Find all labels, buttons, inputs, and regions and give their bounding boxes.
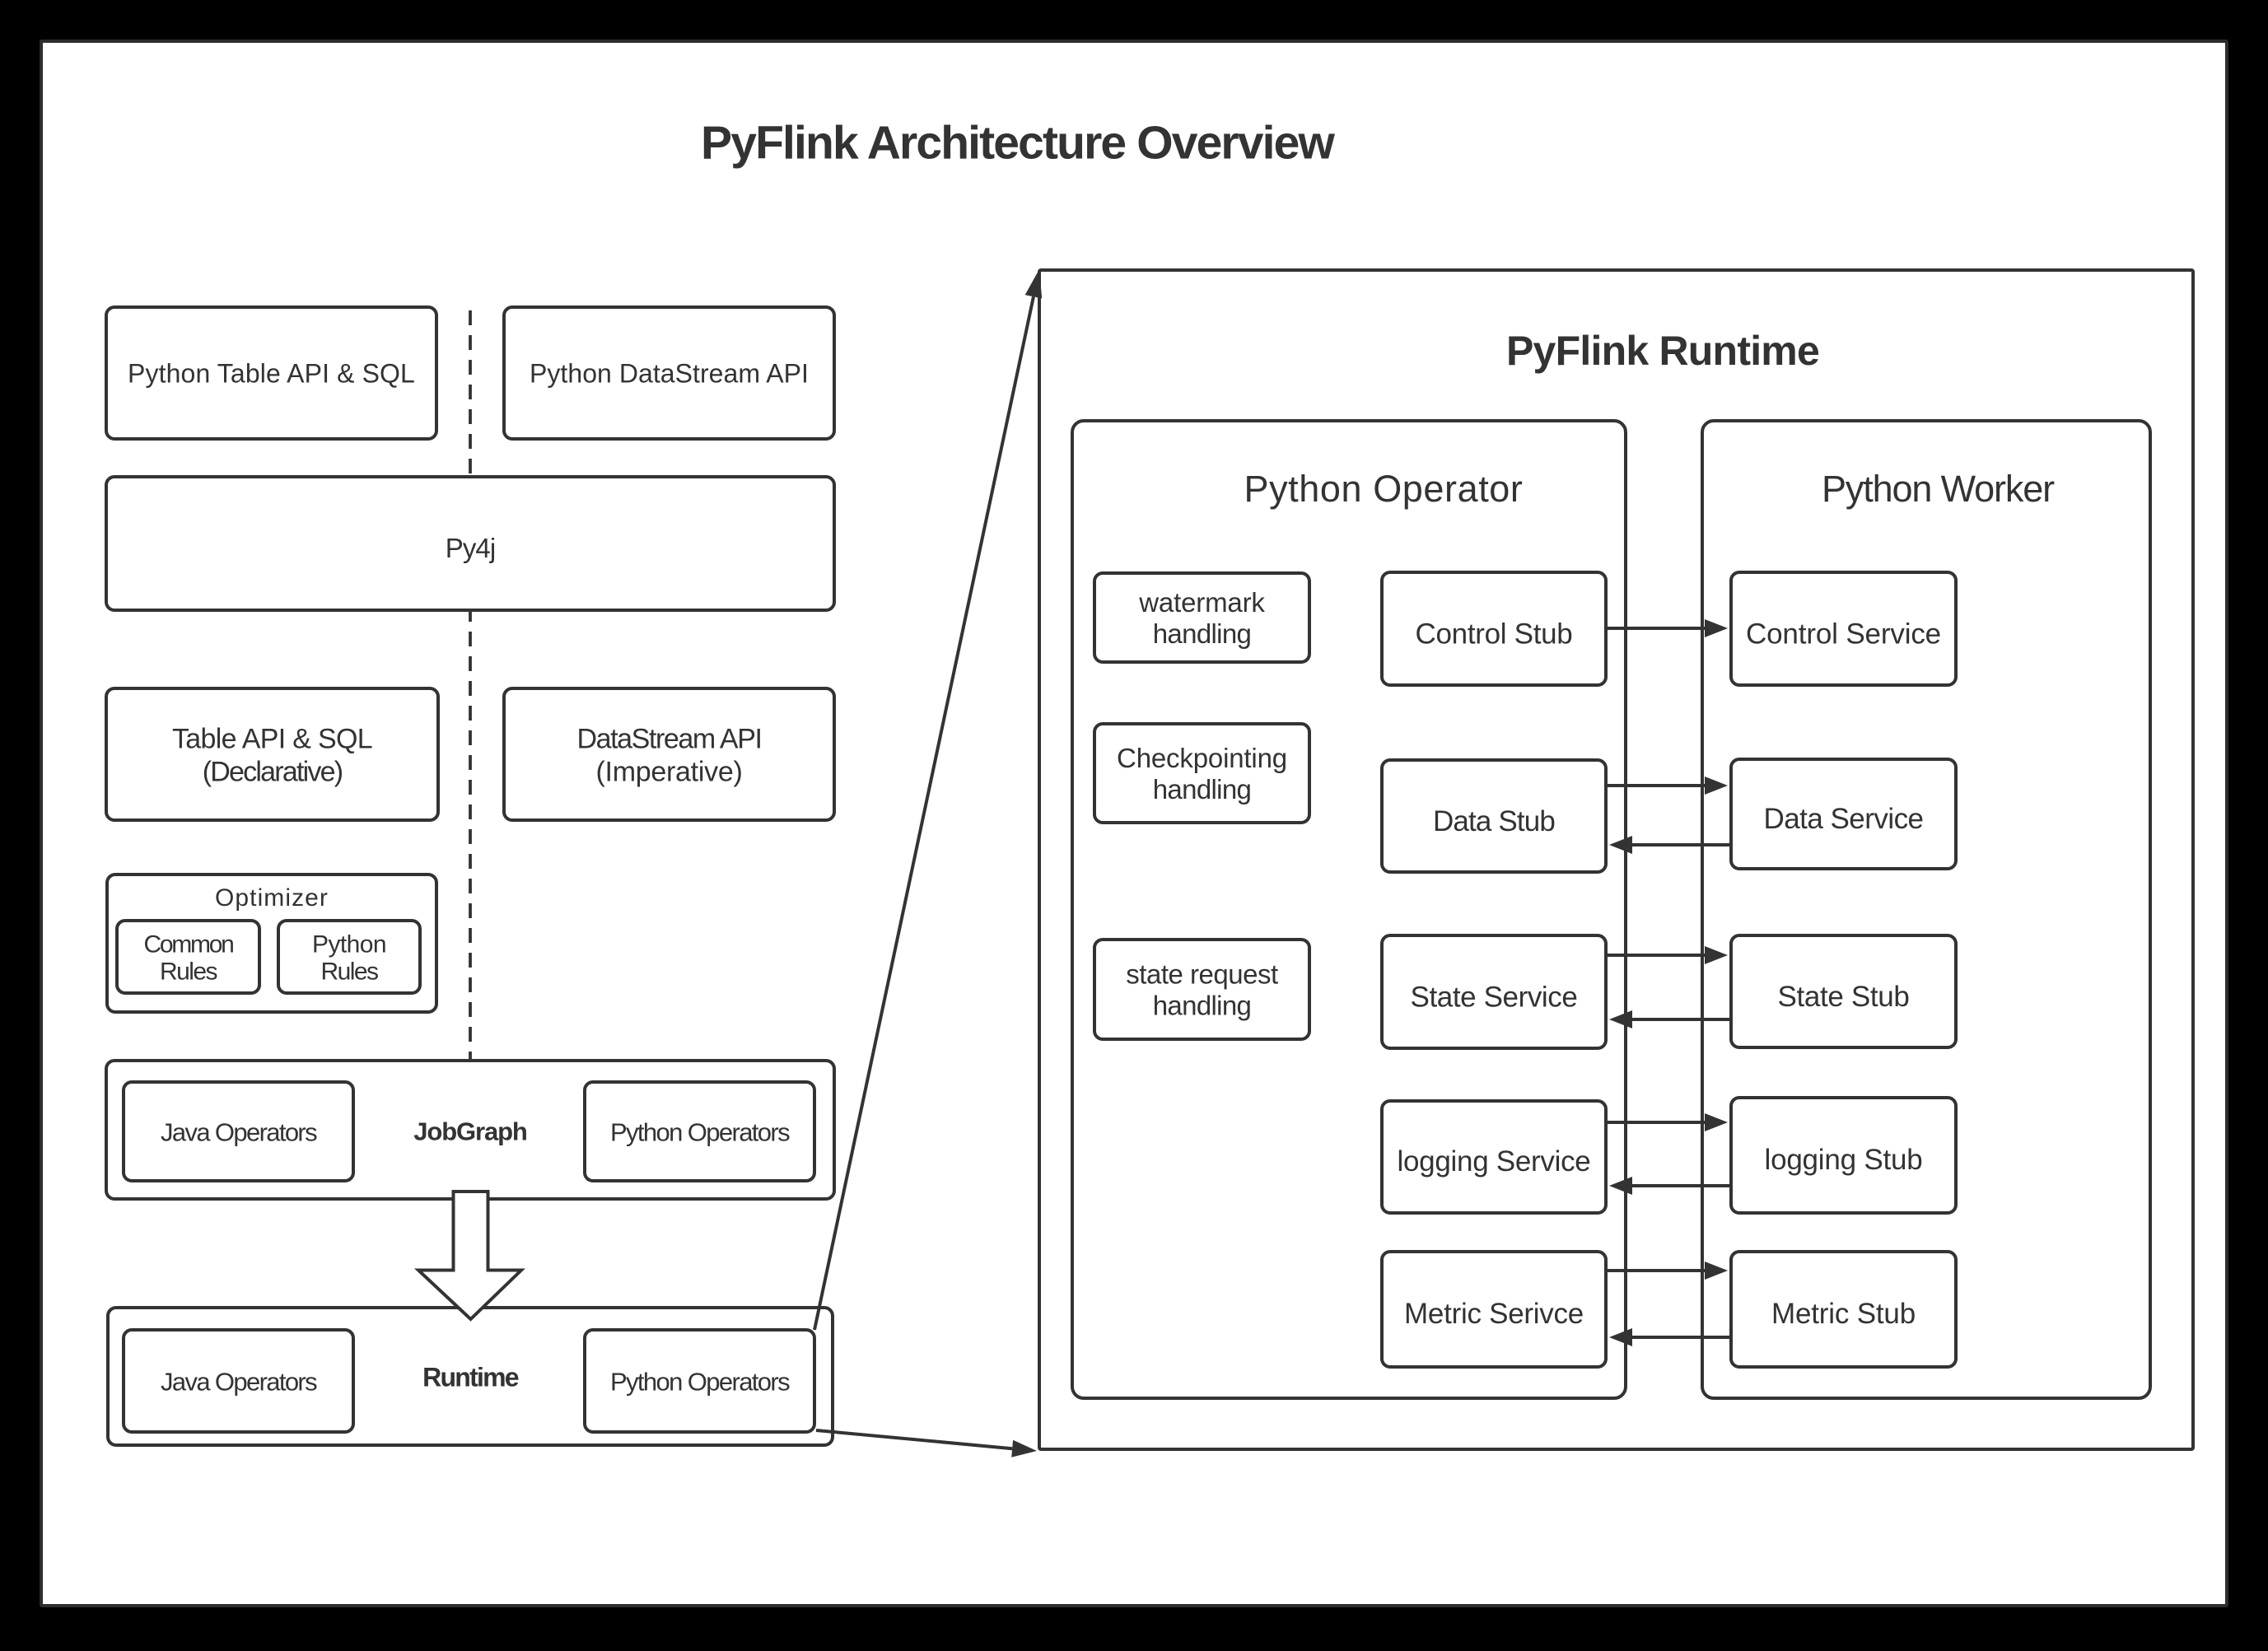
- svg-text:logging Stub: logging Stub: [1765, 1144, 1923, 1176]
- svg-text:Data Stub: Data Stub: [1433, 805, 1555, 837]
- svg-text:Table API & SQL: Table API & SQL: [172, 723, 372, 754]
- svg-text:PyFlink Runtime: PyFlink Runtime: [1506, 328, 1819, 374]
- svg-text:State Stub: State Stub: [1777, 981, 1909, 1013]
- svg-text:DataStream API: DataStream API: [576, 723, 761, 754]
- svg-text:handling: handling: [1153, 618, 1252, 649]
- svg-text:Runtime: Runtime: [422, 1363, 519, 1392]
- svg-text:Rules: Rules: [160, 958, 217, 985]
- svg-text:Common: Common: [143, 930, 233, 958]
- svg-text:Checkpointing: Checkpointing: [1117, 743, 1287, 773]
- svg-text:Optimizer: Optimizer: [215, 884, 329, 912]
- svg-text:handling: handling: [1153, 774, 1252, 805]
- svg-text:Control Service: Control Service: [1746, 618, 1941, 650]
- svg-text:(Declarative): (Declarative): [203, 756, 343, 787]
- svg-text:State Service: State Service: [1411, 981, 1578, 1013]
- svg-text:Python Operators: Python Operators: [610, 1117, 790, 1146]
- svg-text:watermark: watermark: [1138, 587, 1265, 618]
- svg-text:Python DataStream API: Python DataStream API: [530, 359, 809, 389]
- svg-text:handling: handling: [1153, 991, 1252, 1021]
- svg-text:Java Operators: Java Operators: [161, 1367, 317, 1396]
- svg-text:Py4j: Py4j: [446, 533, 495, 563]
- svg-text:JobGraph: JobGraph: [413, 1117, 527, 1145]
- svg-text:(Imperative): (Imperative): [595, 756, 742, 787]
- svg-text:Python Operators: Python Operators: [610, 1367, 790, 1396]
- svg-text:Metric Serivce: Metric Serivce: [1404, 1298, 1584, 1330]
- svg-text:Python: Python: [312, 930, 386, 958]
- svg-text:Rules: Rules: [321, 958, 379, 985]
- svg-text:Python Operator: Python Operator: [1244, 468, 1523, 510]
- svg-text:PyFlink Architecture Overview: PyFlink Architecture Overview: [701, 116, 1335, 169]
- svg-text:Control Stub: Control Stub: [1416, 618, 1573, 650]
- svg-text:Data Service: Data Service: [1763, 803, 1923, 835]
- svg-text:state request: state request: [1126, 959, 1278, 990]
- svg-text:Java Operators: Java Operators: [161, 1117, 317, 1146]
- svg-text:logging Service: logging Service: [1398, 1145, 1591, 1178]
- svg-text:Python Table API & SQL: Python Table API & SQL: [128, 359, 415, 389]
- svg-text:Python Worker: Python Worker: [1822, 468, 2055, 510]
- svg-text:Metric Stub: Metric Stub: [1771, 1298, 1916, 1330]
